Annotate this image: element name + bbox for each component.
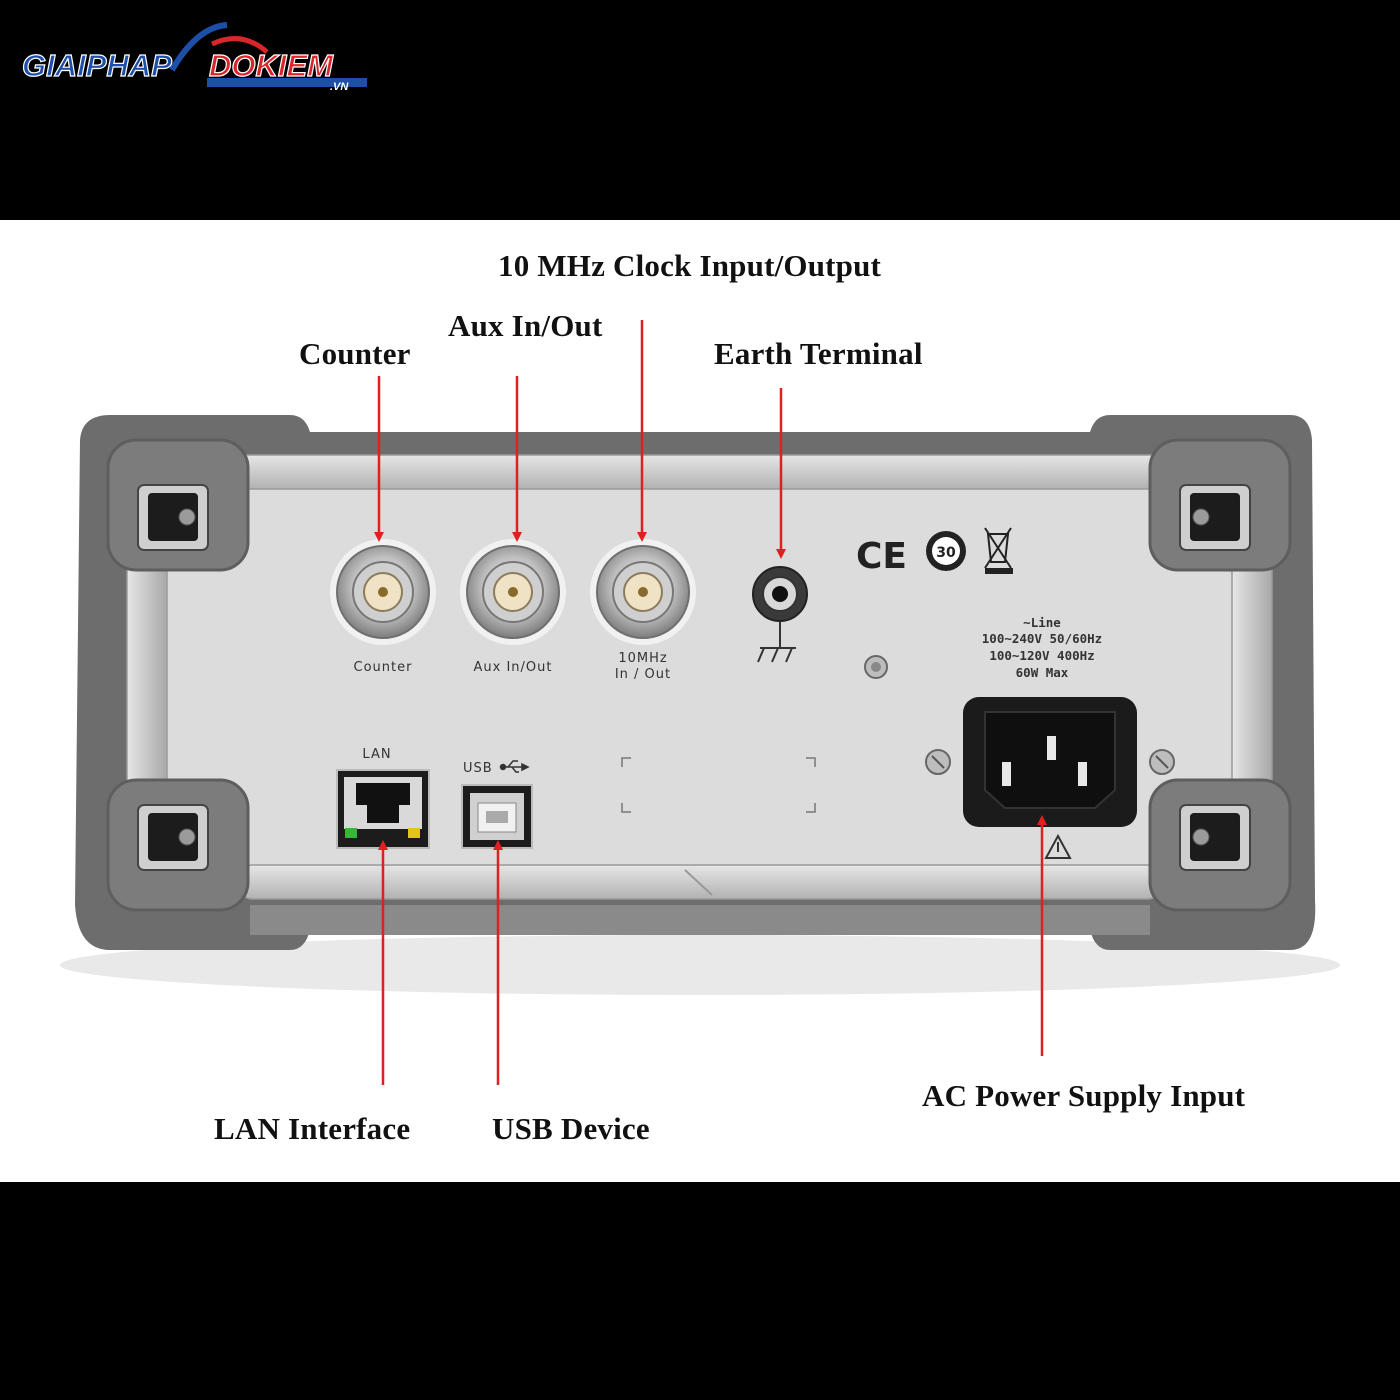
ground-symbol-icon <box>757 622 796 663</box>
logo-arc-icon <box>169 22 228 72</box>
callout-counter: Counter <box>299 336 411 371</box>
rating-line-4: 60W Max <box>1016 665 1069 680</box>
callout-usb-device: USB Device <box>492 1111 650 1146</box>
callout-clock-io: 10 MHz Clock Input/Output <box>498 248 882 283</box>
aux-bnc-connector[interactable] <box>460 539 566 645</box>
brand-logo: GIAIPHAP DOKIEM .VN <box>22 22 367 93</box>
logo-underline-bar <box>207 78 367 87</box>
power-screw-right <box>1149 749 1175 775</box>
clock-panel-label-1: 10MHz <box>618 651 667 666</box>
warning-triangle-icon <box>1044 833 1072 859</box>
ce-mark: CE <box>856 536 907 577</box>
logo-text-part-1: GIAIPHAP <box>22 48 172 83</box>
callout-ac-power: AC Power Supply Input <box>922 1078 1246 1113</box>
power-screw-left <box>925 749 951 775</box>
callout-lan-interface: LAN Interface <box>214 1111 411 1146</box>
usb-panel-label: USB <box>463 761 493 776</box>
epup-mark-number: 30 <box>936 545 956 561</box>
clock-bnc-connector[interactable] <box>590 539 696 645</box>
rating-line-1: ~Line <box>1023 615 1061 630</box>
callout-arrows <box>374 320 1047 1085</box>
unit-shadow <box>60 935 1340 995</box>
counter-bnc-connector[interactable] <box>330 539 436 645</box>
logo-text-part-2: DOKIEM <box>209 48 334 83</box>
bottom-black-band <box>0 1182 1400 1400</box>
corner-bumper-bottom-left <box>106 778 250 912</box>
bottom-rail-notch <box>684 869 713 896</box>
usb-device-port[interactable] <box>461 784 533 849</box>
right-rail <box>1231 539 1273 801</box>
logo-arc-accent-icon <box>210 36 269 54</box>
counter-panel-label: Counter <box>354 660 413 675</box>
weee-bar <box>985 568 1013 574</box>
clock-panel-label-2: In / Out <box>615 667 671 682</box>
earth-terminal-post[interactable] <box>752 566 808 622</box>
top-rail <box>234 454 1166 490</box>
blank-plate-marks <box>621 757 816 813</box>
lan-port[interactable] <box>336 769 430 849</box>
corner-bumper-top-right <box>1148 438 1292 572</box>
rating-line-2: 100~240V 50/60Hz <box>982 631 1102 646</box>
logo-suffix: .VN <box>330 81 349 93</box>
bottom-rail <box>239 864 1161 900</box>
corner-bumper-bottom-right <box>1148 778 1292 912</box>
panel-screw-center <box>864 655 888 679</box>
underside-strip <box>250 905 1150 935</box>
corner-bumper-top-left <box>106 438 250 572</box>
ac-power-inlet[interactable] <box>963 697 1137 827</box>
lan-panel-label: LAN <box>362 747 391 762</box>
rating-line-3: 100~120V 400Hz <box>989 648 1094 663</box>
epup-mark-icon: 30 <box>926 531 966 571</box>
callout-aux-io: Aux In/Out <box>448 308 603 343</box>
weee-bin-icon <box>984 527 1012 569</box>
left-rail <box>126 539 168 801</box>
usb-symbol-icon <box>499 760 530 773</box>
aux-panel-label: Aux In/Out <box>474 660 553 675</box>
callout-earth-terminal: Earth Terminal <box>714 336 923 371</box>
